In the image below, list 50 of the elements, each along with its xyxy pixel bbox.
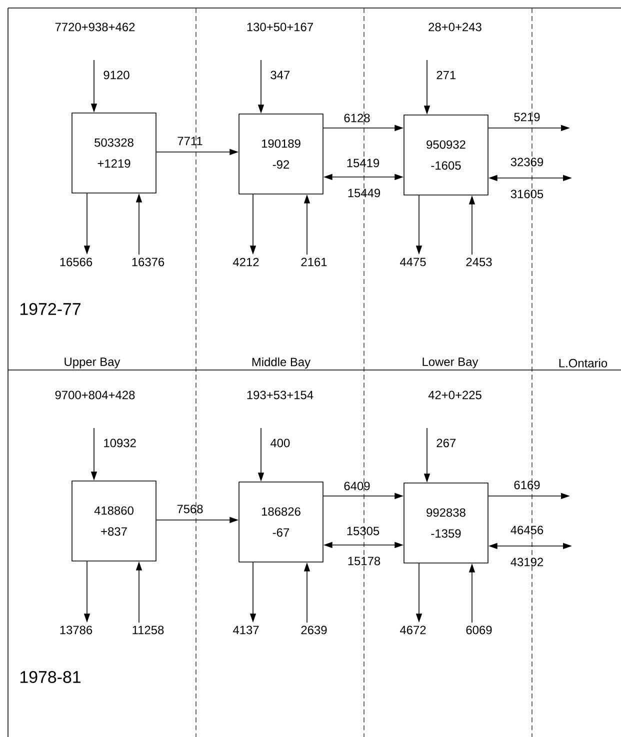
flow-sum: 9700+804+428 [55, 390, 135, 400]
flow-value: 15449 [348, 188, 380, 198]
flow-sum: 42+0+225 [428, 390, 482, 400]
edge-label: 32369 [510, 158, 544, 166]
edge-label: 6128 [344, 114, 370, 122]
edge-label: 46456 [510, 526, 544, 534]
edge-label: 271 [436, 70, 456, 80]
flow-value: 16566 [60, 258, 92, 266]
flow-value: 16376 [132, 258, 164, 266]
storage-box: 992838 -1359 [404, 482, 488, 564]
edge-label: 347 [270, 70, 290, 80]
flow-value: 2453 [466, 258, 492, 266]
flow-sum: 130+50+167 [247, 22, 313, 32]
edge-label: 5219 [514, 112, 540, 122]
flow-value: 13786 [60, 626, 92, 634]
flow-value: 2639 [301, 626, 327, 634]
period-label: 1972-77 [20, 303, 80, 315]
edge-label: 9120 [104, 70, 130, 80]
storage-box: 418860 +837 [72, 480, 156, 562]
storage-box: 950932 -1605 [404, 114, 488, 196]
region-label: Upper Bay [64, 358, 120, 368]
flow-value: 4137 [232, 626, 259, 634]
flow-value: 4672 [400, 626, 426, 634]
edge-label: 15305 [347, 526, 380, 536]
edge-label: 6169 [514, 480, 540, 490]
flow-value: 43192 [510, 558, 543, 566]
region-label: L.Ontario [559, 358, 608, 368]
edge-label: 7568 [177, 504, 203, 514]
flow-value: 15178 [348, 556, 380, 566]
storage-box: 186826 -67 [238, 482, 324, 562]
edge-label: 267 [436, 438, 456, 448]
region-label: Middle Bay [252, 357, 311, 369]
flow-value: 11258 [132, 626, 164, 634]
edge-label: 15419 [347, 158, 380, 168]
period-label: 1978-81 [20, 671, 80, 683]
edge-label: 6409 [344, 482, 370, 490]
region-label: Lower Bay [422, 358, 478, 368]
edge-label: 400 [270, 438, 290, 448]
flow-value: 31605 [510, 190, 544, 198]
storage-box: 190189 -92 [238, 114, 324, 194]
flow-sum: 193+53+154 [247, 390, 314, 400]
edge-label: 10932 [104, 438, 136, 448]
flow-sum: 7720+938+462 [55, 22, 135, 32]
flow-sum: 28+0+243 [428, 22, 482, 32]
flow-value: 4212 [232, 258, 259, 266]
flow-value: 2161 [301, 258, 327, 266]
storage-box: 503328 +1219 [72, 112, 156, 194]
flow-value: 4475 [400, 258, 426, 266]
flow-value: 6069 [466, 626, 492, 634]
edge-label: 7711 [178, 136, 202, 146]
